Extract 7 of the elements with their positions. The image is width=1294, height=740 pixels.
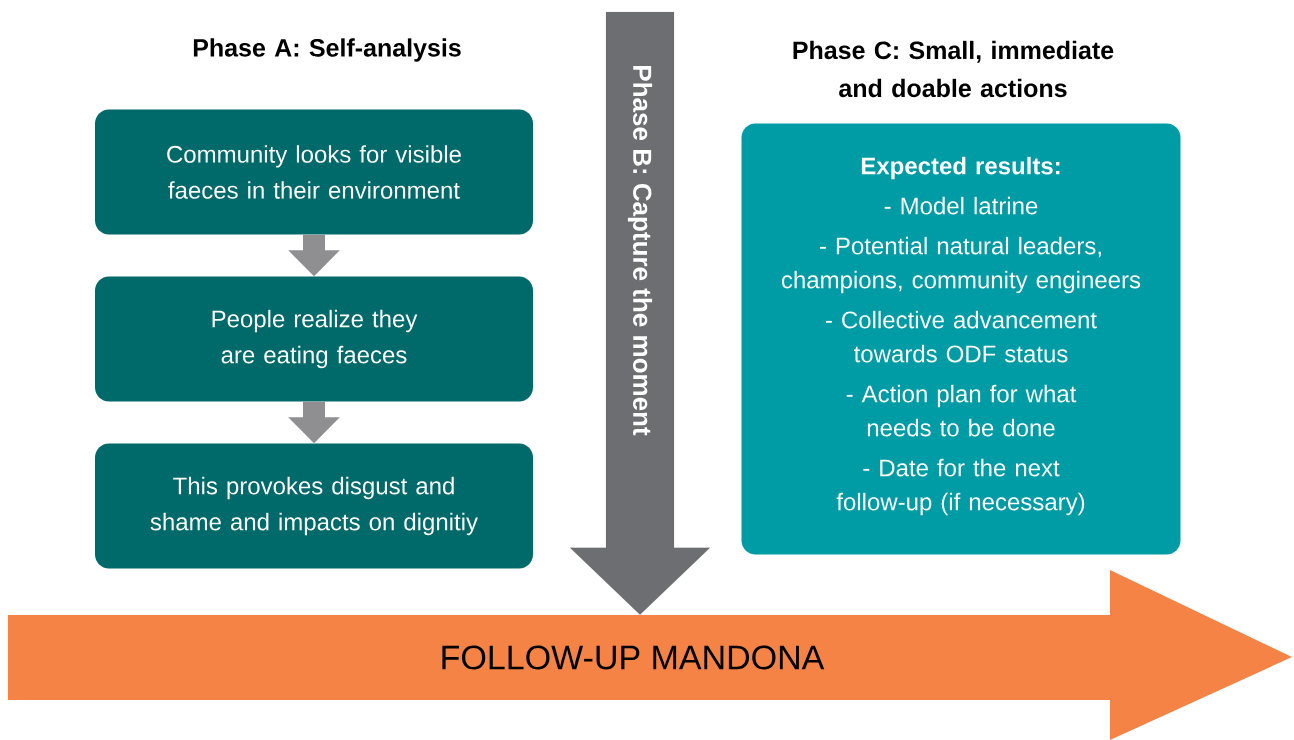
edge-label: Phase B: Capture the moment bbox=[625, 62, 655, 438]
process-box: This provokes disgust and shame and impacts on dignitiy bbox=[95, 443, 533, 569]
heading: Phase C: Small, immediate and doable actions bbox=[793, 40, 1114, 98]
results-box: Expected results: - Model latrine - Potential natural leaders, champions, community engineers - Collective advancement towards ODF status - Action plan for what needs to be done - Date for the next follow-up (if necessary) bbox=[741, 123, 1181, 555]
process-box: People realize they are eating faeces bbox=[95, 276, 533, 402]
process-box: Community looks for visible faeces in their environment bbox=[95, 109, 533, 235]
heading: Phase A: Self-analysis bbox=[193, 38, 461, 62]
